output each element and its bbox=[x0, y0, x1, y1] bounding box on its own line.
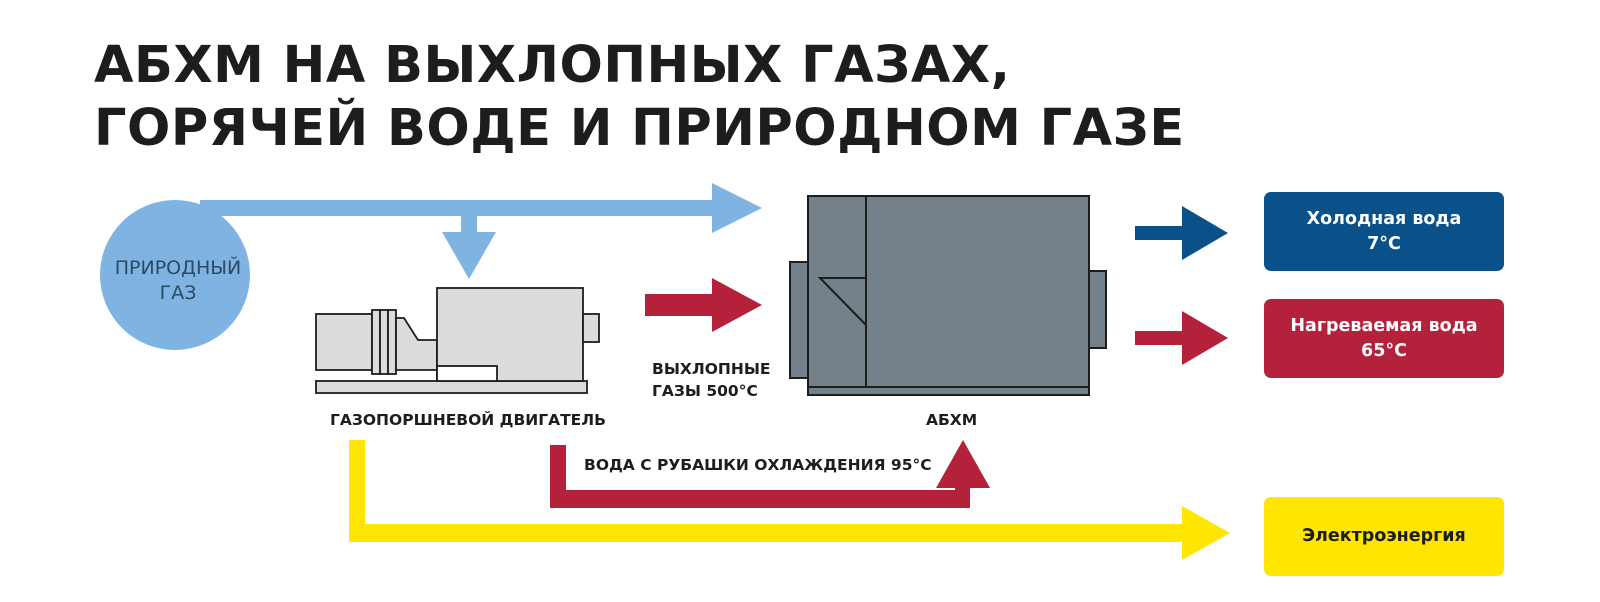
hot-water-arrow bbox=[1135, 311, 1228, 365]
exhaust-gases-label: ВЫХЛОПНЫЕ ГАЗЫ 500°C bbox=[652, 358, 770, 402]
jacket-water-arrow bbox=[550, 440, 990, 508]
natural-gas-label-line-2: ГАЗ bbox=[159, 282, 197, 304]
cold-water-temp: 7°C bbox=[1367, 233, 1401, 254]
natural-gas-label-line-1: ПРИРОДНЫЙ bbox=[114, 257, 242, 279]
cold-water-arrow bbox=[1135, 206, 1228, 260]
cold-water-box: Холодная вода 7°C bbox=[1264, 192, 1504, 271]
title-line-1: АБХМ НА ВЫХЛОПНЫХ ГАЗАХ, bbox=[94, 36, 1011, 95]
natural-gas-circle bbox=[100, 200, 250, 350]
electricity-name: Электроэнергия bbox=[1302, 526, 1466, 546]
page-title: АБХМ НА ВЫХЛОПНЫХ ГАЗАХ, ГОРЯЧЕЙ ВОДЕ И … bbox=[94, 34, 1185, 160]
hot-water-temp: 65°C bbox=[1361, 340, 1407, 361]
natural-gas-label: ПРИРОДНЫЙ ГАЗ bbox=[103, 256, 253, 306]
exhaust-gas-arrow bbox=[645, 278, 762, 332]
hot-water-name: Нагреваемая вода bbox=[1290, 315, 1478, 336]
cold-water-name: Холодная вода bbox=[1306, 208, 1462, 229]
gas-to-abhm-arrow bbox=[200, 183, 762, 233]
abhm-machine-illustration bbox=[789, 195, 1107, 396]
abhm-label: АБХМ bbox=[926, 411, 978, 429]
exhaust-gases-label-line-2: ГАЗЫ 500°C bbox=[652, 382, 758, 400]
jacket-water-label: ВОДА С РУБАШКИ ОХЛАЖДЕНИЯ 95°C bbox=[584, 456, 932, 474]
title-line-2: ГОРЯЧЕЙ ВОДЕ И ПРИРОДНОМ ГАЗЕ bbox=[94, 99, 1185, 158]
engine-label: ГАЗОПОРШНЕВОЙ ДВИГАТЕЛЬ bbox=[330, 411, 606, 429]
hot-water-box: Нагреваемая вода 65°C bbox=[1264, 299, 1504, 378]
electricity-box: Электроэнергия bbox=[1264, 497, 1504, 576]
gas-engine-illustration bbox=[315, 287, 600, 394]
exhaust-gases-label-line-1: ВЫХЛОПНЫЕ bbox=[652, 360, 771, 378]
electricity-arrow bbox=[349, 440, 1230, 560]
gas-to-engine-arrow bbox=[442, 214, 496, 279]
